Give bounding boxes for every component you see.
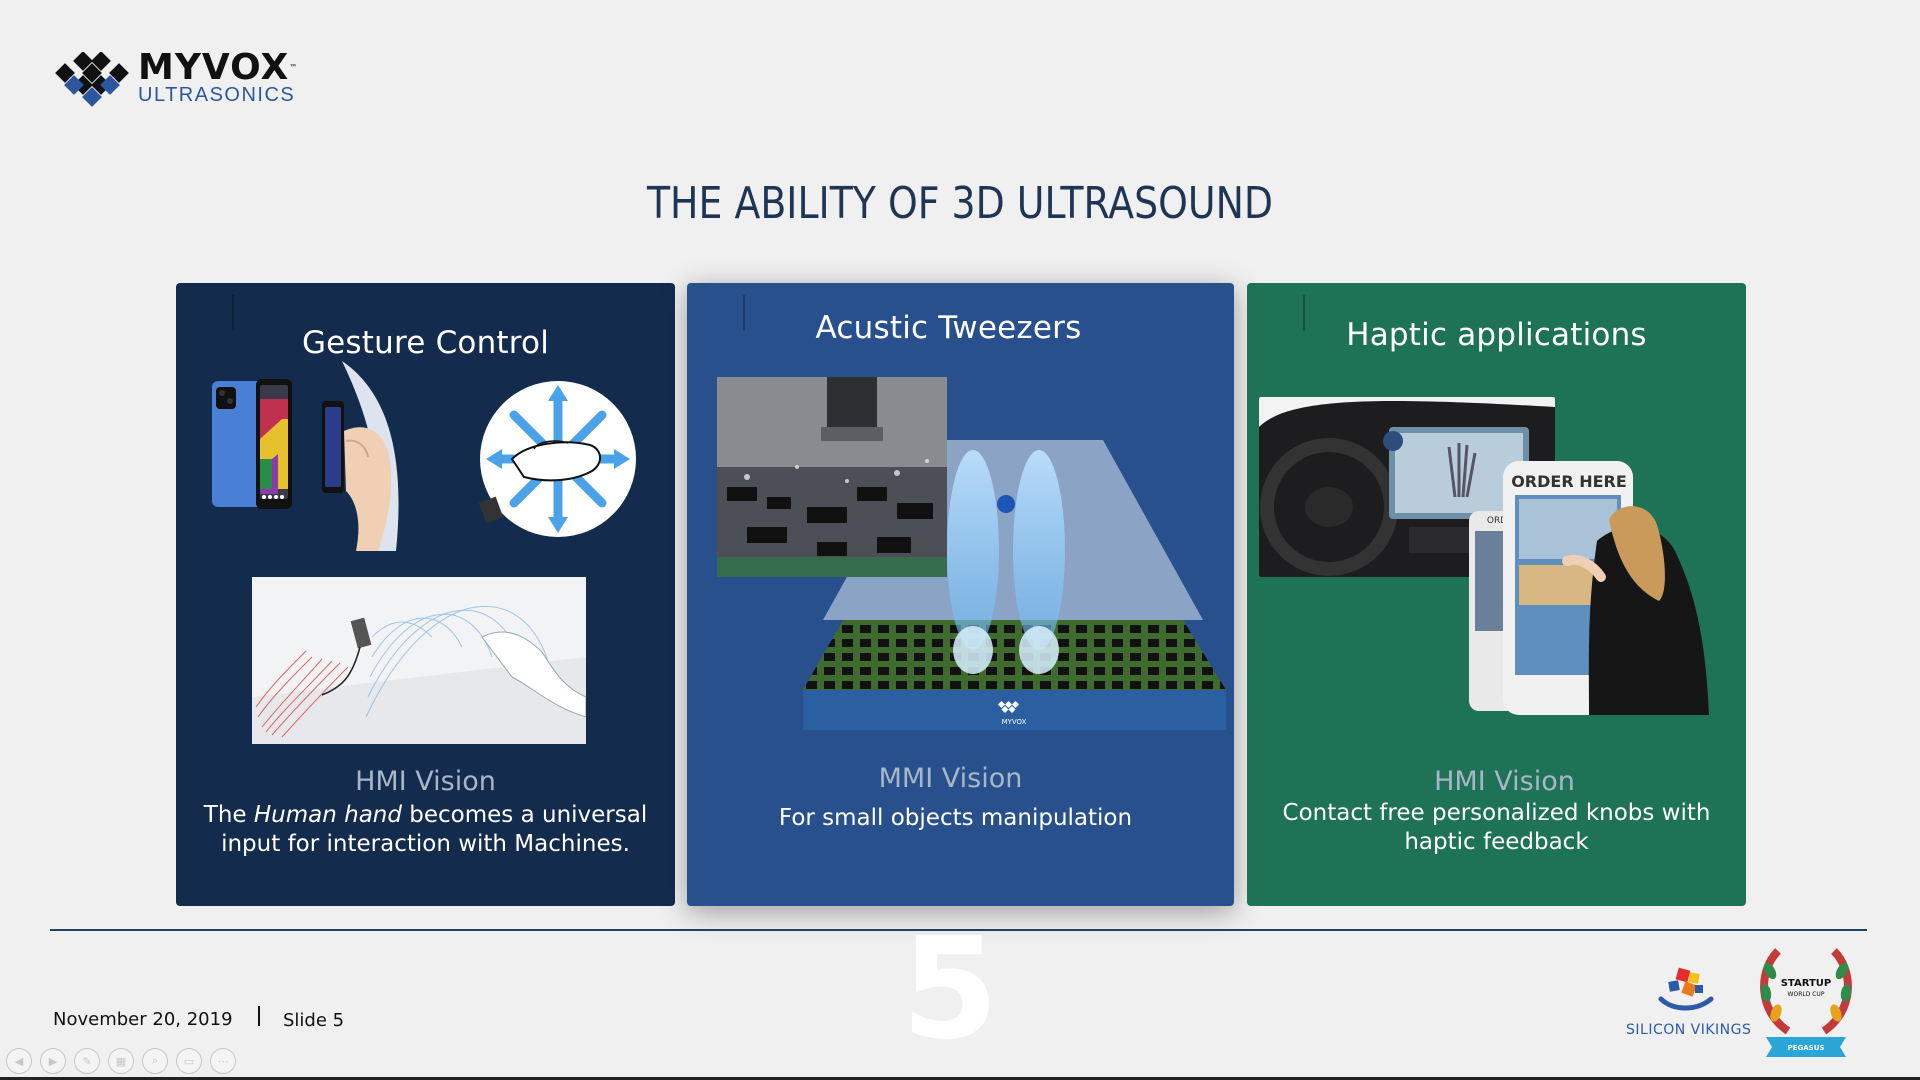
desc-italic: Human hand [253,802,402,828]
more-icon[interactable]: ⋯ [210,1048,236,1074]
card-description: The Human hand becomes a universal input… [196,801,655,859]
logo-wordmark: MYVOX™ ULTRASONICS [138,47,299,106]
badge-line2: WORLD CUP [1788,991,1825,998]
prev-icon[interactable]: ◀ [6,1048,32,1074]
desc-line1: Contact free personalized knobs with [1282,800,1711,826]
footer-separator [258,1006,260,1026]
circuit-photo-image [717,377,947,577]
bottom-edge [0,1077,1920,1080]
board-brand: MYVOX [1002,718,1027,726]
logo-trademark: ™ [289,63,299,72]
desc-line2: input for interaction with Machines. [221,831,630,857]
ordering-kiosk-image: ORD ORDER HERE [1469,461,1725,715]
slides-icon[interactable]: ▦ [108,1048,134,1074]
card-subtitle: HMI Vision [1434,766,1575,797]
car-dashboard-image [1259,397,1555,577]
phone-image [212,379,292,509]
card-subtitle: MMI Vision [878,763,1023,794]
desc-prefix: The [203,802,254,828]
subtitles-icon[interactable]: ▭ [176,1048,202,1074]
card-title: Haptic applications [1346,317,1647,353]
presentation-controls: ◀ ▶ ✎ ▦ ⌕ ▭ ⋯ [6,1048,236,1074]
logo-subtitle: ULTRASONICS [138,84,296,106]
next-icon[interactable]: ▶ [40,1048,66,1074]
card-acustic-tweezers: Acustic Tweezers [687,283,1234,906]
card-title: Acustic Tweezers [815,310,1082,346]
silicon-vikings-logo [1655,965,1715,1017]
footer-slide-label: Slide 5 [283,1010,345,1031]
silicon-vikings-icon [1658,967,1714,1011]
myvox-diamond-icon [55,52,129,107]
startup-world-cup-badge: STARTUP WORLD CUP PEGASUS [1758,941,1854,1057]
card-tick-mark [232,295,234,331]
hand-phone-image [316,361,436,551]
footer-divider [50,929,1867,931]
card-gesture-control: Gesture Control [176,283,675,906]
myvox-logo: MYVOX™ ULTRASONICS [50,50,310,110]
kiosk-sign-small: ORD [1487,516,1507,526]
card-haptic-applications: Haptic applications ORD [1247,283,1746,906]
logo-brand: MYVOX [138,47,290,88]
badge-ribbon: PEGASUS [1788,1044,1825,1052]
card-tick-mark [1303,295,1305,331]
kiosk-sign: ORDER HERE [1511,472,1627,491]
card-title: Gesture Control [301,325,550,361]
card-subtitle: HMI Vision [355,766,496,797]
card-description: Contact free personalized knobs with hap… [1267,799,1726,857]
laurel-badge-icon: STARTUP WORLD CUP PEGASUS [1760,948,1852,1057]
pen-icon[interactable]: ✎ [74,1048,100,1074]
slide-title: THE ABILITY OF 3D ULTRASOUND [646,178,1274,229]
desc-rest: becomes a universal [401,802,648,828]
slide-number-watermark: 5 [901,908,999,1071]
gesture-circle-image [478,379,638,539]
card-tick-mark [743,295,745,331]
card-description: For small objects manipulation [778,805,1133,831]
ultrasound-wave-image [252,577,586,744]
zoom-icon[interactable]: ⌕ [142,1048,168,1074]
desc-line2: haptic feedback [1404,829,1589,855]
silicon-vikings-label: SILICON VIKINGS [1626,1022,1752,1038]
badge-line1: STARTUP [1781,978,1832,989]
footer-date: November 20, 2019 [53,1009,233,1030]
